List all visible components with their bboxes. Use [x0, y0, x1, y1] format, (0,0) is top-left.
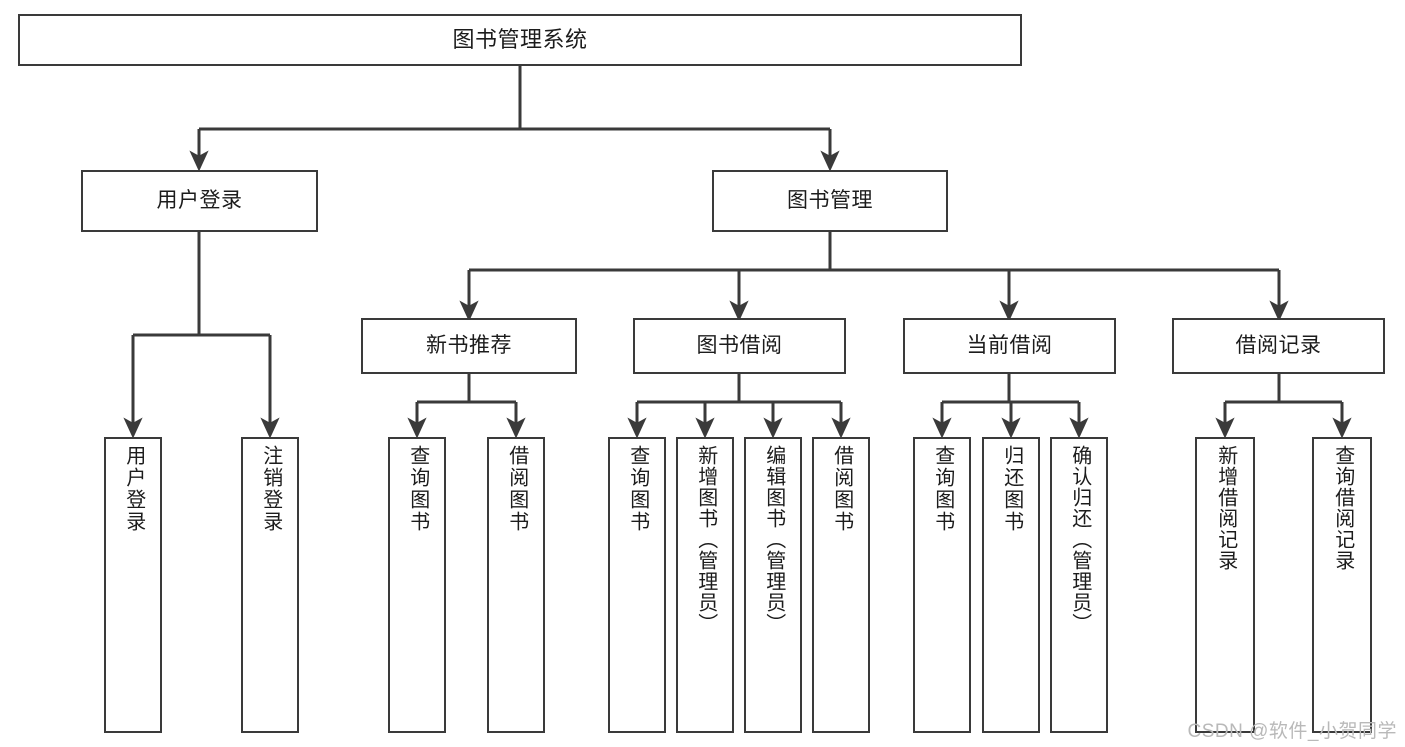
node-leaf-return-book-label: 归还图书: [1000, 445, 1023, 533]
node-leaf-query-record[interactable]: 查询借阅记录: [1312, 437, 1372, 733]
node-leaf-query-book-1-label: 查询图书: [406, 445, 429, 533]
node-leaf-borrow-book-2[interactable]: 借阅图书: [812, 437, 870, 733]
node-leaf-logout[interactable]: 注销登录: [241, 437, 299, 733]
node-new-book-rec-label: 新书推荐: [426, 333, 512, 357]
node-leaf-query-book-3-label: 查询图书: [931, 445, 954, 533]
node-new-book-rec[interactable]: 新书推荐: [361, 318, 577, 374]
node-leaf-return-book[interactable]: 归还图书: [982, 437, 1040, 733]
watermark: CSDN @软件_小贺同学: [1187, 721, 1397, 742]
node-leaf-user-login-label: 用户登录: [122, 445, 145, 533]
node-leaf-logout-label: 注销登录: [259, 445, 282, 533]
node-book-borrow[interactable]: 图书借阅: [633, 318, 846, 374]
node-leaf-add-record-label: 新增借阅记录: [1214, 445, 1237, 571]
node-book-borrow-label: 图书借阅: [696, 333, 783, 357]
node-root[interactable]: 图书管理系统: [18, 14, 1022, 66]
node-current-borrow-label: 当前借阅: [966, 333, 1053, 357]
node-user-login[interactable]: 用户登录: [81, 170, 318, 232]
node-leaf-query-record-label: 查询借阅记录: [1331, 445, 1354, 571]
node-leaf-query-book-2[interactable]: 查询图书: [608, 437, 666, 733]
node-leaf-edit-book-label: 编辑图书（管理员）: [762, 445, 785, 634]
node-leaf-add-book[interactable]: 新增图书（管理员）: [676, 437, 734, 733]
node-leaf-borrow-book-1-label: 借阅图书: [505, 445, 528, 533]
node-leaf-confirm-return[interactable]: 确认归还（管理员）: [1050, 437, 1108, 733]
node-leaf-confirm-return-label: 确认归还（管理员）: [1068, 445, 1091, 634]
node-user-login-label: 用户登录: [156, 188, 243, 212]
node-leaf-query-book-3[interactable]: 查询图书: [913, 437, 971, 733]
node-borrow-record[interactable]: 借阅记录: [1172, 318, 1385, 374]
node-borrow-record-label: 借阅记录: [1235, 333, 1322, 357]
node-leaf-query-book-2-label: 查询图书: [626, 445, 649, 533]
node-leaf-add-book-label: 新增图书（管理员）: [694, 445, 717, 634]
node-current-borrow[interactable]: 当前借阅: [903, 318, 1116, 374]
node-leaf-borrow-book-1[interactable]: 借阅图书: [487, 437, 545, 733]
node-leaf-query-book-1[interactable]: 查询图书: [388, 437, 446, 733]
node-leaf-add-record[interactable]: 新增借阅记录: [1195, 437, 1255, 733]
node-leaf-borrow-book-2-label: 借阅图书: [830, 445, 853, 533]
node-leaf-user-login[interactable]: 用户登录: [104, 437, 162, 733]
node-book-mgmt-label: 图书管理: [787, 188, 873, 212]
node-leaf-edit-book[interactable]: 编辑图书（管理员）: [744, 437, 802, 733]
node-root-label: 图书管理系统: [452, 27, 588, 53]
node-book-mgmt[interactable]: 图书管理: [712, 170, 948, 232]
